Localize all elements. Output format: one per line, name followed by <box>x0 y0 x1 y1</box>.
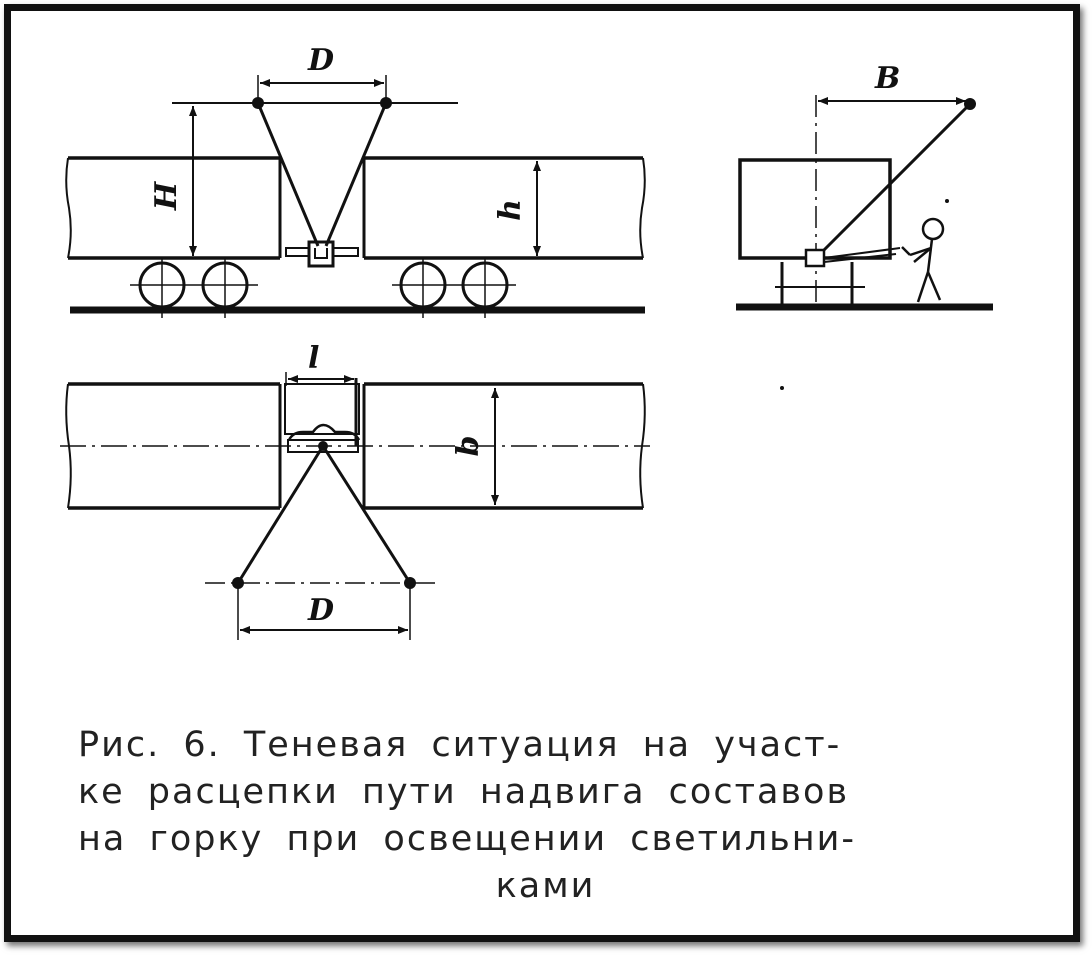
figure-caption: Рис. 6. Теневая ситуация на участ- ке ра… <box>78 722 1013 910</box>
label-h-lower: h <box>493 199 528 221</box>
caption-line-2: ке расцепки пути надвига составов <box>78 772 850 812</box>
coupler <box>285 240 359 268</box>
wheelsets <box>130 258 516 318</box>
label-b-upper: B <box>874 61 900 96</box>
light-point <box>380 97 392 109</box>
caption-line-1: Рис. 6. Теневая ситуация на участ- <box>78 725 842 765</box>
right-car <box>362 156 646 260</box>
left-car <box>65 156 282 260</box>
light-point <box>252 97 264 109</box>
side-view <box>65 75 646 318</box>
light-point <box>964 98 976 110</box>
caption-line-3: на горку при освещении светильни- <box>78 819 857 859</box>
light-point <box>232 577 244 589</box>
end-view <box>736 95 993 311</box>
label-h-upper: H <box>149 180 184 211</box>
plan-view <box>60 372 650 640</box>
label-d-top: D <box>307 43 334 78</box>
caption-line-4: ками <box>495 866 596 906</box>
label-d-bottom: D <box>307 593 334 628</box>
label-b-lower: b <box>451 436 486 457</box>
worker-figure <box>901 217 945 303</box>
car-end <box>738 158 892 260</box>
light-point <box>404 577 416 589</box>
figure-frame <box>4 4 1080 942</box>
label-l: l <box>308 341 319 376</box>
